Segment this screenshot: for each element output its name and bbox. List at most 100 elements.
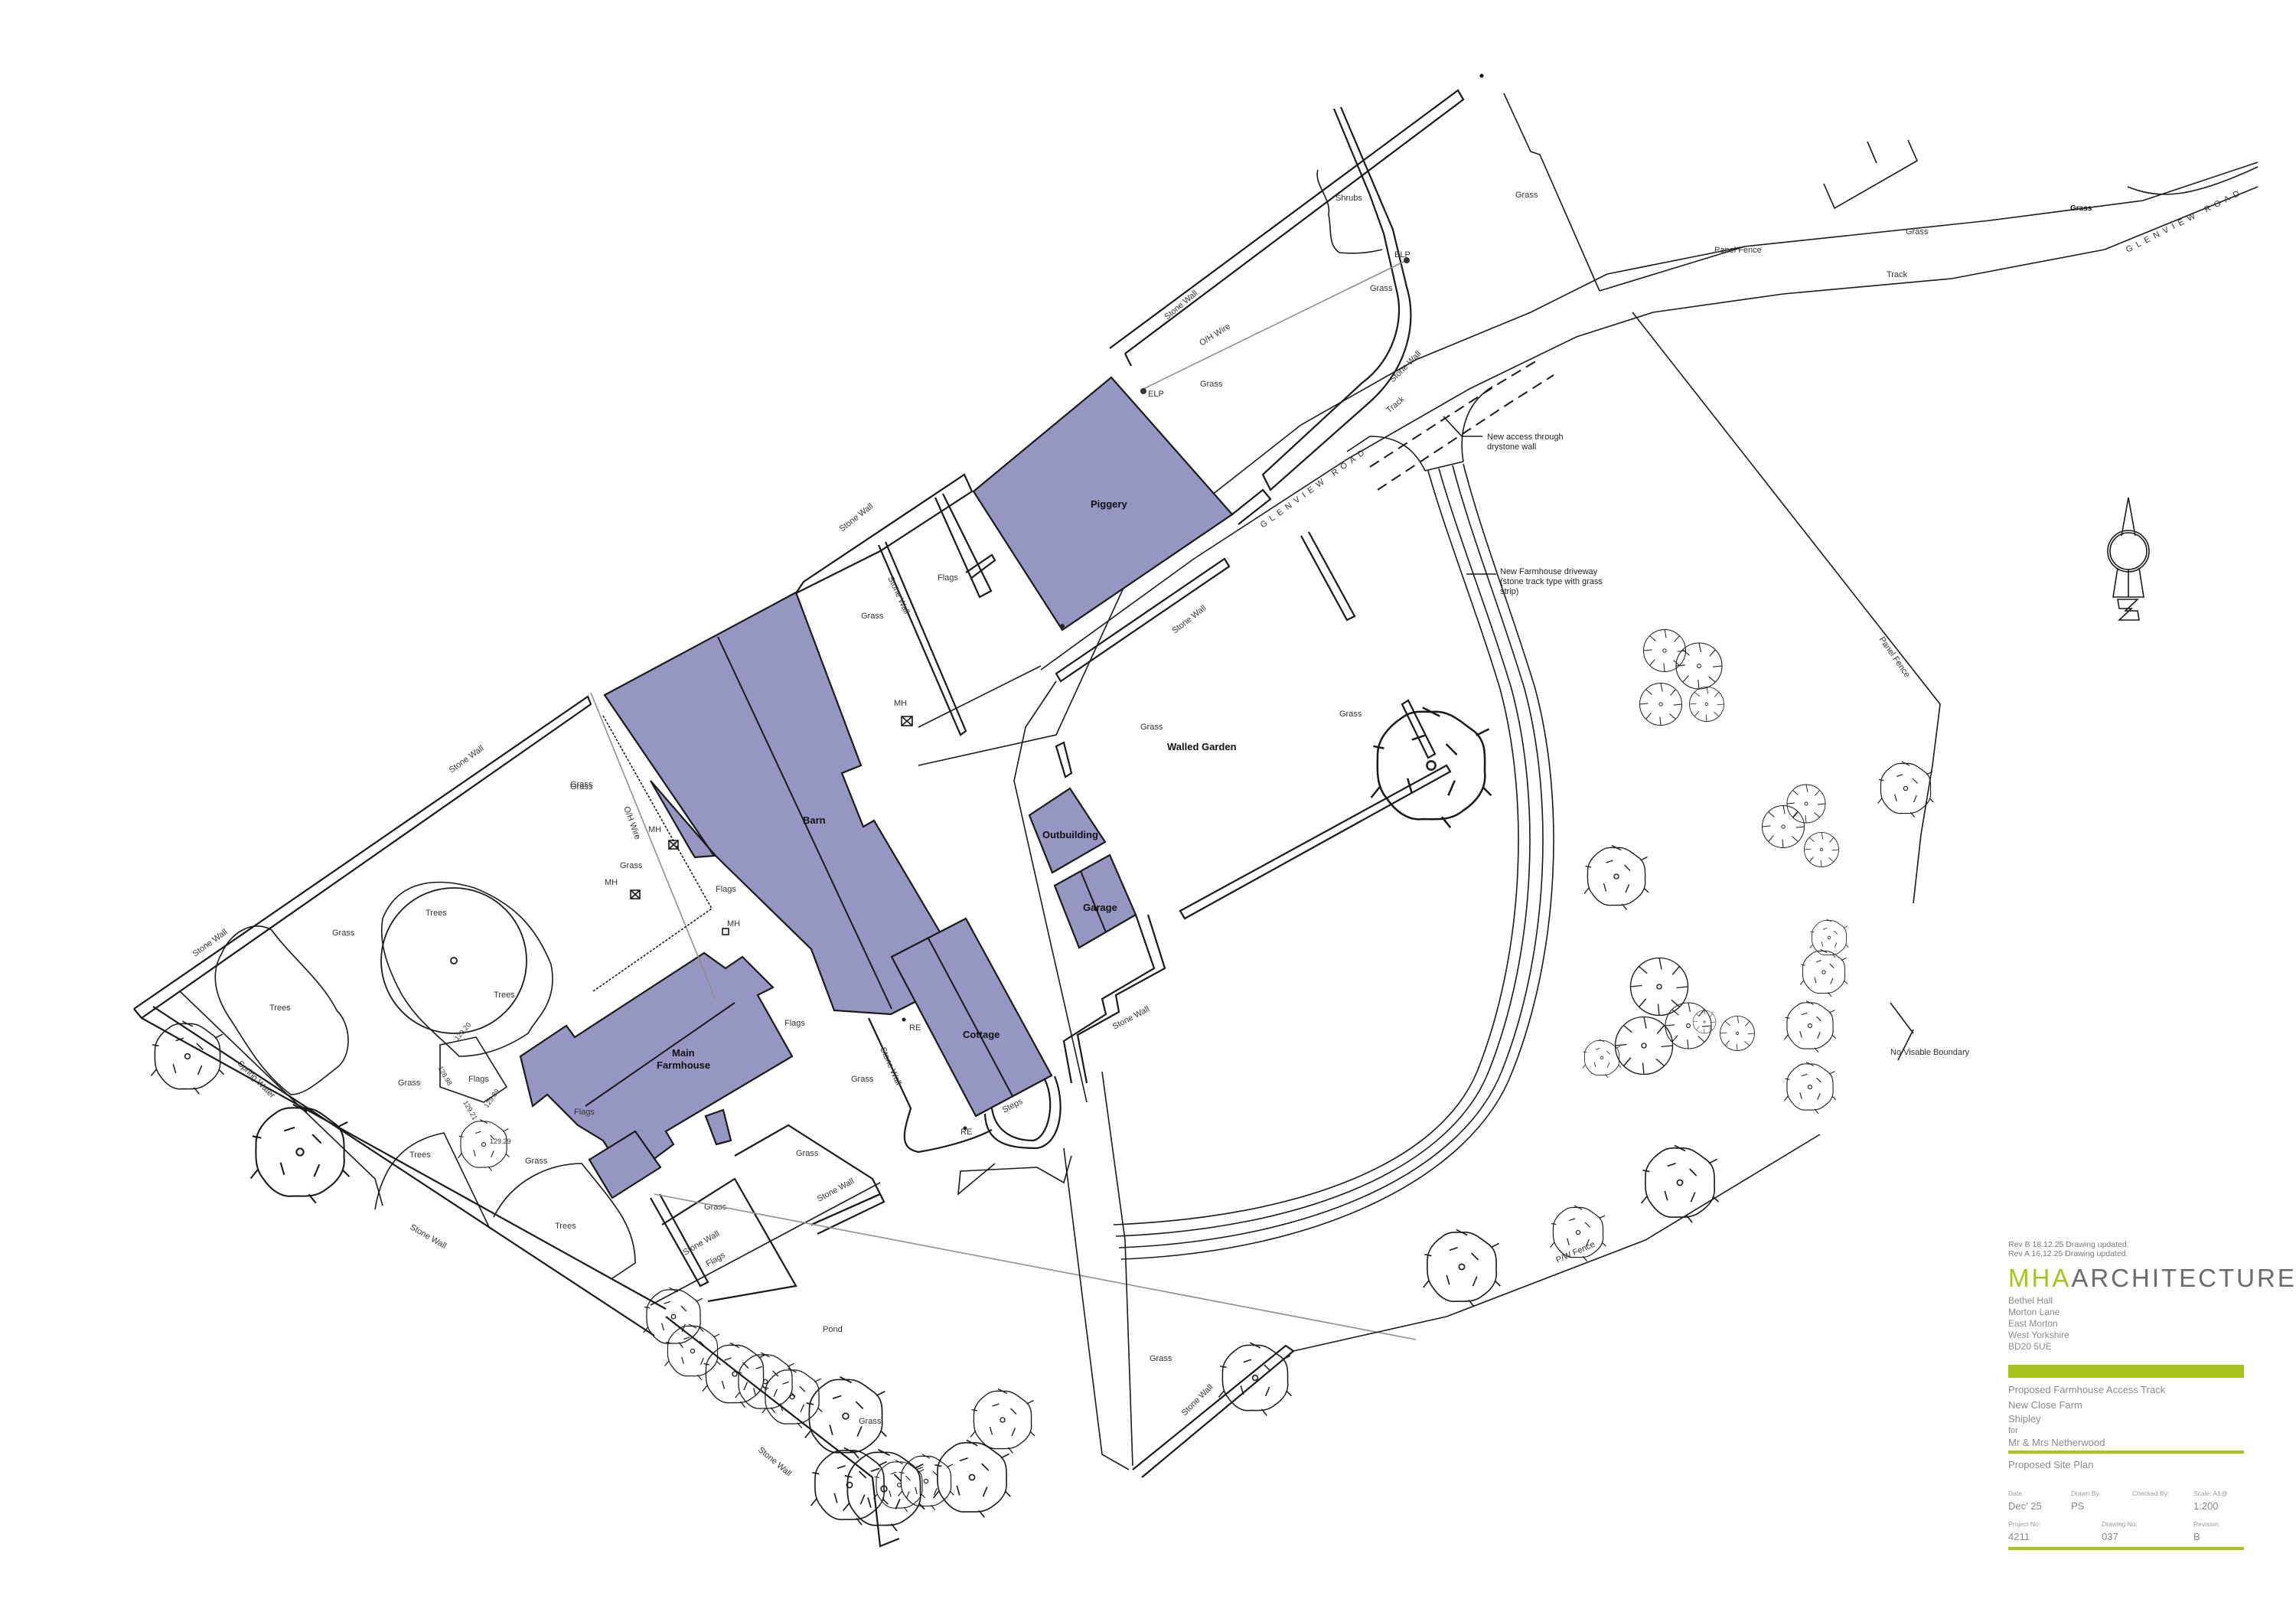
accent-rule — [2008, 1547, 2244, 1550]
label-grass: Grass — [570, 780, 593, 789]
label-elp: ELP — [1394, 250, 1411, 259]
label-trees: Trees — [494, 990, 515, 1000]
label-no-visible-boundary: No Visable Boundary — [1890, 1048, 1970, 1057]
address-line: East Morton — [2008, 1318, 2058, 1329]
revision-label: Revision: — [2193, 1520, 2220, 1528]
label-stone-wall: Stone Wall — [878, 1046, 902, 1086]
label-stone-wall-field: Stone Wall — [1388, 349, 1424, 384]
label-grass: Grass — [861, 612, 884, 621]
label-grass: Grass — [570, 782, 593, 791]
scale-value: 1:200 — [2193, 1500, 2219, 1512]
revision-note: Rev B 18.12.25 Drawing updated. — [2008, 1240, 2129, 1249]
label-grass: Grass — [525, 1157, 548, 1166]
label-shrubs: Shrubs — [1336, 194, 1362, 203]
label-mh: MH — [727, 919, 740, 928]
label-elp: ELP — [1148, 390, 1164, 399]
manhole-icon — [901, 716, 913, 726]
accent-rule — [2008, 1451, 2244, 1454]
building-outbuilding[interactable] — [1028, 787, 1107, 874]
level-12921: 129.21 — [461, 1099, 478, 1121]
label-stone-wall: Stone Wall — [1180, 1382, 1215, 1418]
drawn-by-label: Drawn By: — [2071, 1490, 2102, 1497]
road-label-glenview: GLENVIEW ROAD — [1259, 445, 1370, 530]
building-cottage[interactable] — [890, 917, 1053, 1118]
label-stone-wall: Stone Wall — [816, 1177, 856, 1203]
label-re: RE — [909, 1023, 921, 1033]
label-track-east: Track — [1887, 270, 1908, 279]
label-grass: Grass — [796, 1149, 819, 1158]
project-title: Proposed Farmhouse Access Track — [2008, 1384, 2166, 1395]
address-line: Bethel Hall — [2008, 1295, 2053, 1306]
level-12939: 129.39 — [482, 1088, 501, 1109]
label-stone-wall: Stone Wall — [1111, 1004, 1151, 1031]
building-barn[interactable] — [603, 591, 967, 1016]
label-grass: Grass — [1370, 284, 1393, 293]
address-line: BD20 5UE — [2008, 1341, 2052, 1352]
road-label-glenview-east: GLENVIEW ROAD — [2125, 187, 2245, 254]
label-grass: Grass — [1906, 227, 1929, 237]
label-grass: Grass — [2070, 204, 2092, 213]
project-for: for — [2008, 1426, 2018, 1435]
label-track: Track — [1384, 394, 1407, 415]
label-stone-wall: Stone Wall — [409, 1222, 448, 1251]
label-mh: MH — [605, 878, 618, 887]
date-value: Dec' 25 — [2008, 1500, 2042, 1512]
drawing-no-value: 037 — [2102, 1531, 2118, 1542]
label-grass: Grass — [851, 1075, 874, 1084]
level-12929: 129.29 — [490, 1137, 511, 1145]
label-piggery: Piggery — [1091, 498, 1127, 510]
project-client: Mr & Mrs Netherwood — [2008, 1437, 2105, 1448]
annotation-new-access-line1: New access through — [1487, 432, 1564, 442]
label-flags: Flags — [468, 1075, 489, 1084]
elp-marker — [1140, 388, 1146, 394]
label-grass: Grass — [1150, 1354, 1172, 1363]
drawing-meta: Date: Drawn By: Checked By: Scale: A1@ D… — [2008, 1489, 2253, 1515]
label-trees: Trees — [409, 1150, 431, 1160]
label-flags: Flags — [938, 573, 958, 583]
label-barn: Barn — [803, 814, 826, 826]
logo-mha: MHA — [2008, 1264, 2072, 1292]
label-grass: Grass — [1140, 723, 1163, 732]
label-grass: Grass — [1515, 191, 1538, 200]
accent-bar — [2008, 1365, 2244, 1378]
label-panel-fence-east: Panel Fence — [1877, 635, 1912, 679]
label-re: RE — [960, 1128, 972, 1137]
annotation-driveway-line1: New Farmhouse driveway — [1500, 567, 1598, 576]
label-grass: Grass — [859, 1417, 882, 1426]
label-cottage: Cottage — [963, 1029, 1000, 1040]
label-flags: Flags — [784, 1019, 805, 1028]
label-grass: Grass — [1200, 380, 1223, 389]
project-no-label: Project No: — [2008, 1520, 2041, 1528]
label-walled-garden: Walled Garden — [1167, 741, 1237, 752]
label-trees: Trees — [269, 1004, 291, 1013]
label-trees: Trees — [426, 909, 447, 918]
annotation-new-access-line2: drystone wall — [1487, 442, 1536, 452]
label-stone-wall: Stone Wall — [756, 1445, 793, 1478]
drawing-no-label: Drawing No: — [2102, 1520, 2138, 1528]
label-panel-fence: Panel Fence — [1714, 246, 1762, 255]
label-grass: Grass — [620, 861, 643, 870]
address-line: Morton Lane — [2008, 1307, 2060, 1317]
label-oh-wire-north: O/H Wire — [1198, 321, 1232, 348]
company-address: Bethel Hall Morton Lane East Morton West… — [2008, 1295, 2253, 1353]
label-garage: Garage — [1083, 902, 1117, 913]
elp-marker — [1404, 257, 1410, 263]
label-flags: Flags — [716, 885, 736, 894]
annotation-driveway-line2: (stone track type with grass — [1500, 577, 1603, 586]
date-label: Date: — [2008, 1490, 2024, 1497]
label-pond: Pond — [823, 1325, 843, 1334]
label-stone-wall: Stone Wall — [837, 501, 875, 534]
revision-note: Rev A 16.12.25 Drawing updated. — [2008, 1249, 2128, 1258]
scale-label: Scale: A1@ — [2193, 1490, 2228, 1497]
north-arrow-icon — [2107, 497, 2150, 621]
title-block: Rev B 18.12.25 Drawing updated. Rev A 16… — [2008, 1240, 2294, 1550]
label-grass: Grass — [332, 928, 355, 938]
label-stone-wall: Stone Wall — [1170, 603, 1208, 635]
annotation-driveway-line3: strip) — [1500, 587, 1518, 596]
level-12898: 128.98 — [436, 1065, 453, 1087]
label-stone-wall: Stone Wall — [191, 928, 230, 959]
label-trees: Trees — [555, 1222, 576, 1231]
project-town: Shipley — [2008, 1413, 2041, 1425]
address-line: West Yorkshire — [2008, 1330, 2069, 1340]
